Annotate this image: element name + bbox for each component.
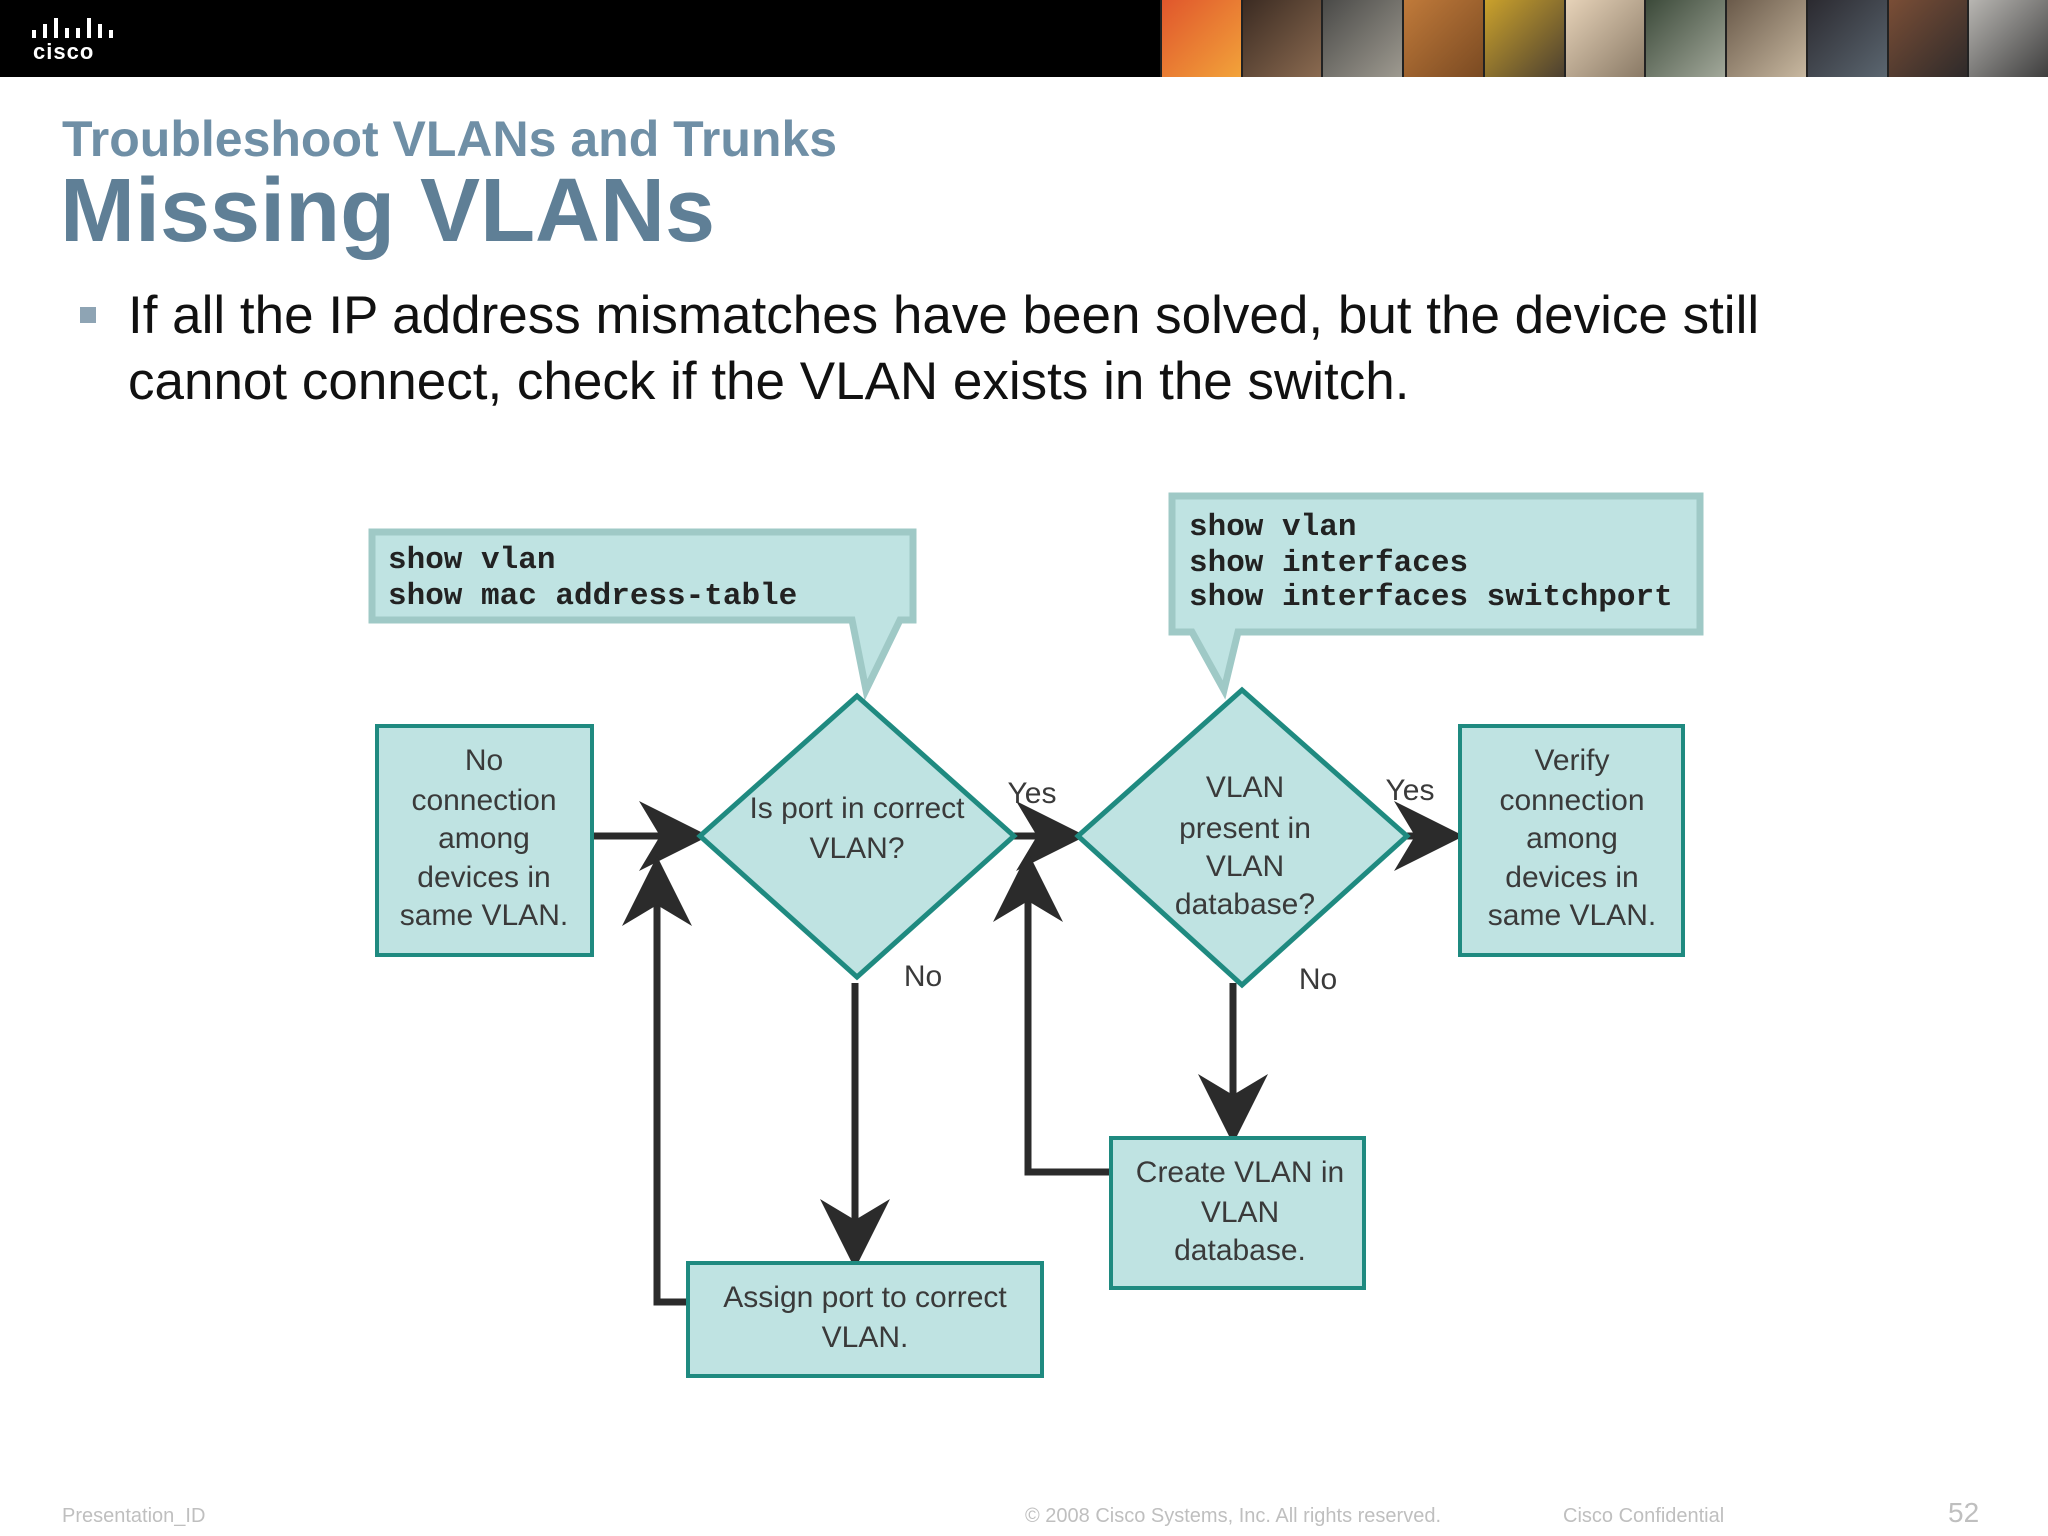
create-line-1: Create VLAN in [1136, 1156, 1344, 1189]
callout-left-line-2: show mac address-table [388, 579, 797, 614]
start-box: No connection among devices in same VLAN… [375, 724, 594, 957]
assign-port-box: Assign port to correct VLAN. [686, 1261, 1044, 1378]
callout-right-line-3: show interfaces switchport [1189, 580, 1673, 615]
bullet-square-icon [80, 307, 96, 323]
decision1-line-1: Is port in correct [749, 792, 965, 825]
label-no-1: No [904, 960, 942, 993]
decision-vlan-present: VLAN present in VLAN database? [1074, 686, 1411, 989]
footer-presentation-id: Presentation_ID [62, 1505, 206, 1527]
decision2-line-2: present in [1179, 812, 1311, 845]
bullet-text: If all the IP address mismatches have be… [128, 286, 1760, 411]
page-number: 52 [1948, 1497, 1980, 1528]
end-line-2: connection [1499, 784, 1644, 817]
arrows [592, 801, 1464, 1306]
label-yes-1: Yes [1008, 777, 1057, 810]
decision-port-in-vlan: Is port in correct VLAN? [696, 692, 1018, 981]
callout-right: show vlan show interfaces show interface… [1168, 492, 1704, 700]
end-box: Verify connection among devices in same … [1458, 724, 1685, 957]
start-line-2: connection [411, 784, 556, 817]
header-bar: cisco [0, 0, 2048, 77]
start-line-5: same VLAN. [400, 899, 568, 932]
decision2-line-4: database? [1175, 888, 1315, 921]
end-line-3: among [1526, 822, 1618, 855]
label-no-2: No [1299, 963, 1337, 996]
create-vlan-box: Create VLAN in VLAN database. [1109, 1136, 1366, 1290]
decision2-line-3: VLAN [1206, 850, 1284, 883]
start-line-4: devices in [417, 861, 550, 894]
end-line-4: devices in [1505, 861, 1638, 894]
slide-subtitle: Troubleshoot VLANs and Trunks [62, 111, 838, 167]
assign-line-2: VLAN. [822, 1321, 909, 1354]
footer-confidential: Cisco Confidential [1563, 1505, 1725, 1527]
decision1-line-2: VLAN? [809, 832, 904, 865]
callout-right-line-1: show vlan [1189, 510, 1356, 545]
slide-title: Missing VLANs [60, 161, 716, 261]
end-line-1: Verify [1534, 744, 1609, 777]
callout-right-line-2: show interfaces [1189, 546, 1468, 581]
arrow-create-to-yes-path [993, 852, 1111, 1176]
callout-left-line-1: show vlan [388, 543, 555, 578]
header-photo-strip [1160, 0, 2048, 77]
create-line-2: VLAN [1201, 1196, 1279, 1229]
start-line-3: among [438, 822, 530, 855]
start-line-1: No [465, 744, 503, 777]
assign-line-1: Assign port to correct [723, 1281, 1007, 1314]
cisco-wordmark: cisco [33, 39, 95, 64]
arrow-assign-to-decision1 [622, 856, 692, 1306]
footer-copyright: © 2008 Cisco Systems, Inc. All rights re… [1025, 1505, 1442, 1527]
decision2-line-1: VLAN [1206, 771, 1284, 804]
label-yes-2: Yes [1386, 774, 1435, 807]
create-line-3: database. [1174, 1234, 1306, 1267]
callout-left: show vlan show mac address-table [368, 528, 917, 701]
cisco-logo: cisco [30, 12, 120, 64]
cisco-bars-icon [32, 16, 118, 38]
end-line-5: same VLAN. [1488, 899, 1656, 932]
